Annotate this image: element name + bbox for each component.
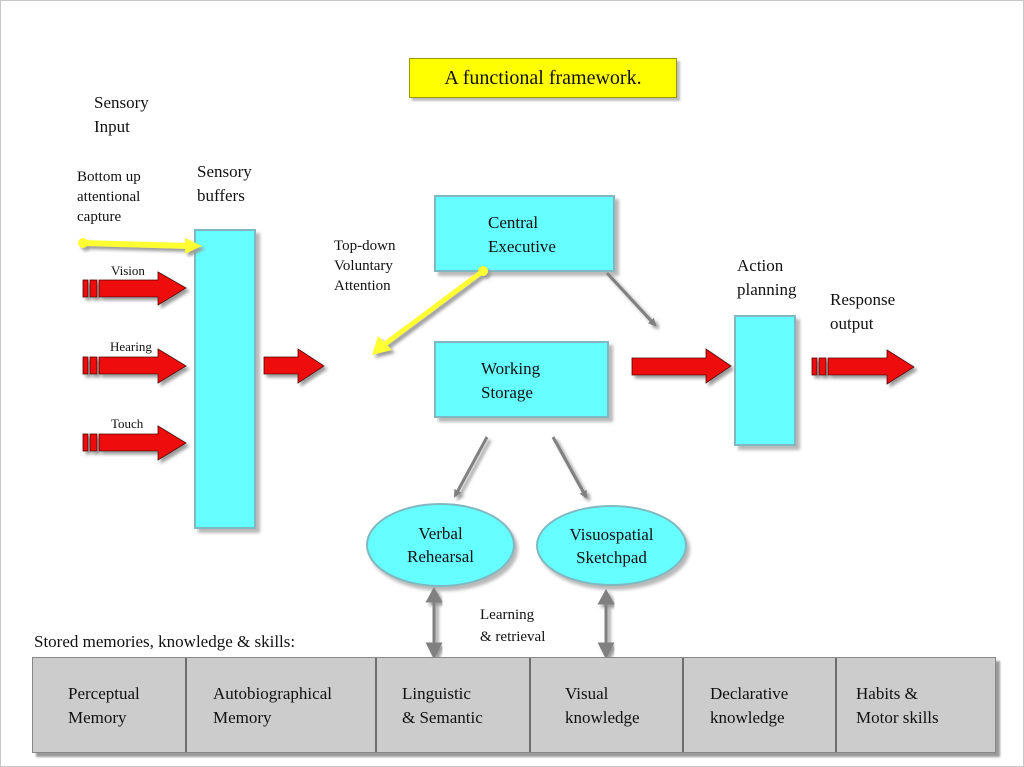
memory-store-label: Autobiographical Memory — [213, 684, 332, 727]
central-executive-box: Central Executive — [434, 195, 615, 272]
memory-store-perceptual: Perceptual Memory — [33, 658, 187, 752]
hearing-arrow — [82, 348, 187, 384]
touch-label: Touch — [111, 416, 144, 431]
bottom-up-label: Bottom up attentional capture — [77, 169, 141, 225]
memory-store-autobiographical: Autobiographical Memory — [187, 658, 377, 752]
sensory-input-label: Sensory Input — [94, 93, 149, 136]
memory-store-label: Perceptual Memory — [68, 684, 140, 727]
exec-to-action-arrow — [605, 271, 657, 327]
response-output-label: Response output — [830, 290, 896, 333]
memory-store-visual: Visual knowledge — [531, 658, 684, 752]
working-storage-label: Working Storage — [481, 359, 541, 402]
memory-store-declarative: Declarative knowledge — [684, 658, 837, 752]
verbal-learning-arrow — [425, 586, 443, 660]
visuospatial-sketchpad-ellipse: Visuospatial Sketchpad — [536, 505, 687, 586]
memory-store-linguistic: Linguistic & Semantic — [377, 658, 531, 752]
vision-label: Vision — [111, 263, 145, 278]
memory-store-label: Visual knowledge — [565, 684, 640, 727]
memory-store-label: Declarative knowledge — [710, 684, 789, 727]
top-down-arrow — [372, 266, 488, 355]
central-executive-label: Central Executive — [488, 213, 556, 256]
verbal-rehearsal-label: Verbal Rehearsal — [406, 524, 475, 566]
top-down-label: Top-down Voluntary Attention — [334, 238, 396, 294]
memory-store-label: Linguistic & Semantic — [402, 684, 483, 727]
visuospatial-sketchpad-label: Visuospatial Sketchpad — [569, 524, 654, 567]
sensory-buffers-box — [194, 229, 256, 529]
stored-memories-label: Stored memories, knowledge & skills: — [34, 632, 296, 651]
visuospatial-learning-arrow — [597, 588, 615, 660]
hearing-label: Hearing — [110, 339, 152, 354]
touch-arrow — [82, 425, 187, 461]
storage-to-action-arrow — [631, 348, 732, 384]
memory-store-label: Habits & Motor skills — [856, 684, 939, 727]
storage-to-visuospatial-arrow — [551, 436, 588, 499]
verbal-rehearsal-ellipse: Verbal Rehearsal — [366, 503, 515, 587]
buffer-output-arrow — [263, 348, 325, 384]
memory-stores-bar: Perceptual Memory Autobiographical Memor… — [32, 657, 996, 753]
action-planning-label: Action planning — [737, 256, 797, 299]
bottom-up-arrow — [78, 238, 202, 254]
action-planning-box — [734, 315, 796, 446]
sensory-buffers-label: Sensory buffers — [197, 162, 252, 205]
storage-to-verbal-arrow — [453, 436, 489, 498]
diagram-title: A functional framework. — [409, 58, 677, 98]
learning-retrieval-label: Learning & retrieval — [480, 607, 546, 645]
response-output-arrow — [811, 349, 915, 385]
memory-store-habits: Habits & Motor skills — [837, 658, 993, 752]
working-storage-box: Working Storage — [434, 341, 609, 418]
vision-arrow — [82, 271, 187, 306]
